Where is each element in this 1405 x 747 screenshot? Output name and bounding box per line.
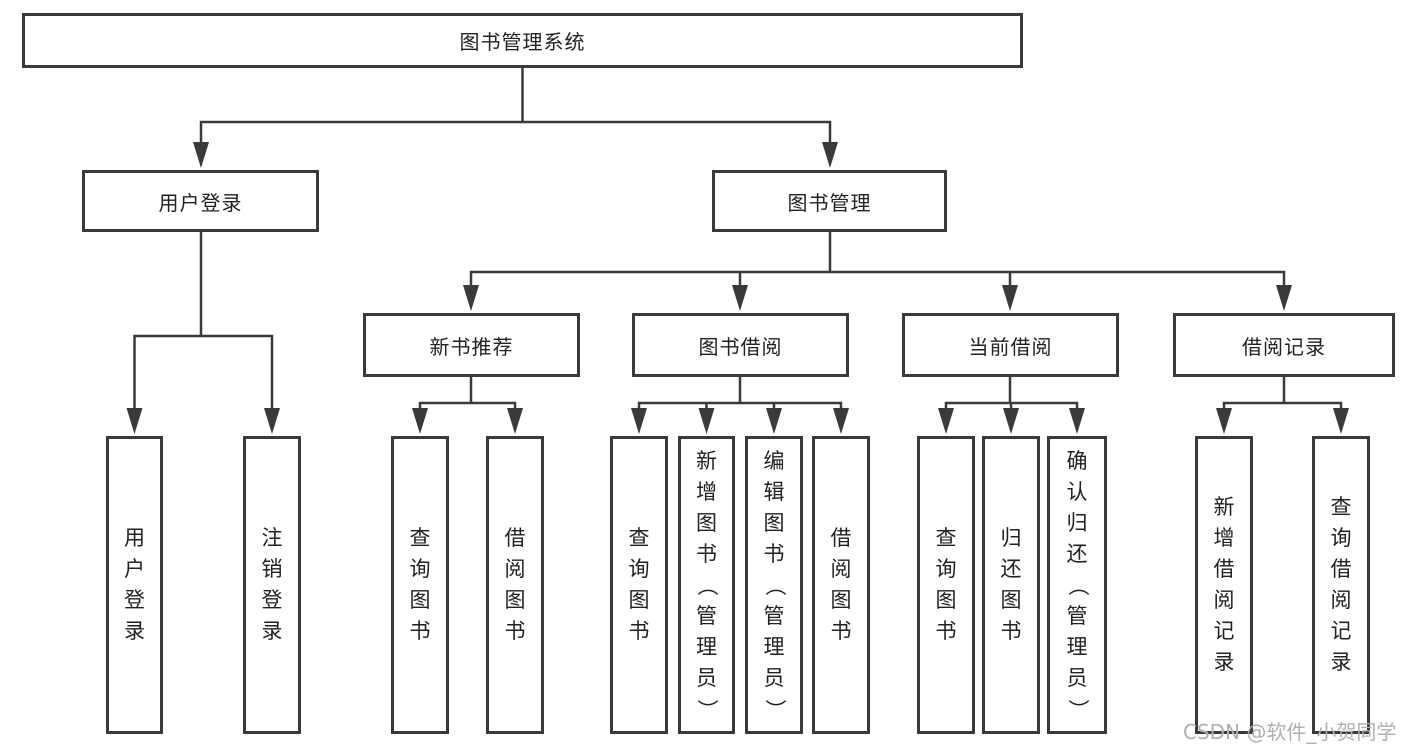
node-label: 编辑图书（管理员） <box>762 448 787 720</box>
node-book-borrowing: 图书借阅 <box>632 313 849 377</box>
node-leaf-borrow-books-1: 借阅图书 <box>486 436 544 734</box>
arrowhead-icon <box>1216 408 1232 434</box>
node-leaf-logout: 注销登录 <box>243 436 301 734</box>
node-label: 注销登录 <box>261 526 283 643</box>
node-label: 确认归还（管理员） <box>1065 448 1090 720</box>
node-book-management: 图书管理 <box>712 170 947 232</box>
arrowhead-icon <box>412 408 428 434</box>
arrowhead-icon <box>732 285 748 311</box>
node-label: 当前借阅 <box>968 334 1053 359</box>
connector-line <box>469 230 1286 292</box>
node-label: 新书推荐 <box>429 334 514 359</box>
node-leaf-edit-book-admin: 编辑图书（管理员） <box>745 436 803 734</box>
connector-user-login-split <box>126 230 280 434</box>
arrowhead-icon <box>1003 408 1019 434</box>
node-label: 查询图书 <box>935 526 957 643</box>
connector-current-borrowing-split <box>938 375 1085 434</box>
arrowhead-icon <box>766 408 782 434</box>
node-label: 查询图书 <box>409 526 431 643</box>
connector-line <box>637 375 843 414</box>
connector-book-borrowing-split <box>631 375 849 434</box>
node-leaf-query-books-2: 查询图书 <box>610 436 668 734</box>
arrowhead-icon <box>1333 408 1349 434</box>
arrowhead-icon <box>1069 408 1085 434</box>
arrowhead-icon <box>126 408 143 434</box>
arrowhead-icon <box>463 285 479 311</box>
arrowhead-icon <box>1276 285 1292 311</box>
node-leaf-query-books-3: 查询图书 <box>917 436 975 734</box>
arrowhead-icon <box>193 142 209 168</box>
node-current-borrowing: 当前借阅 <box>902 313 1119 377</box>
arrowhead-icon <box>264 408 280 434</box>
connector-line <box>199 66 832 148</box>
node-label: 新增借阅记录 <box>1213 495 1235 674</box>
connector-borrowing-records-split <box>1216 375 1349 434</box>
node-leaf-user-login: 用户登录 <box>106 436 163 734</box>
node-label: 查询图书 <box>628 526 650 643</box>
arrowhead-icon <box>698 408 715 434</box>
arrowhead-icon <box>507 408 523 434</box>
node-leaf-query-books-1: 查询图书 <box>391 436 449 734</box>
arrowhead-icon <box>822 142 838 168</box>
node-label: 新增图书（管理员） <box>695 448 719 720</box>
connector-new-book-recommend-split <box>412 375 523 434</box>
connector-line <box>944 375 1079 414</box>
node-user-login: 用户登录 <box>82 170 319 232</box>
arrowhead-icon <box>631 408 647 434</box>
node-label: 图书管理 <box>787 190 872 215</box>
node-label: 借阅图书 <box>830 526 852 643</box>
node-leaf-confirm-return-admin: 确认归还（管理员） <box>1047 436 1107 734</box>
watermark: CSDN @软件_小贺同学 <box>1183 720 1397 744</box>
connector-book-management-split <box>463 230 1292 311</box>
connector-line <box>1222 375 1343 414</box>
arrowhead-icon <box>1002 285 1018 311</box>
connector-line <box>418 375 517 414</box>
node-label: 借阅记录 <box>1242 334 1326 359</box>
arrowhead-icon <box>833 408 849 434</box>
node-leaf-add-borrow-record: 新增借阅记录 <box>1195 436 1253 734</box>
connector-root-split <box>193 66 838 168</box>
node-leaf-add-book-admin: 新增图书（管理员） <box>678 436 735 734</box>
node-label: 图书管理系统 <box>459 30 586 54</box>
node-leaf-return-book: 归还图书 <box>982 436 1040 734</box>
node-label: 用户登录 <box>124 526 145 643</box>
node-library-management-system: 图书管理系统 <box>22 13 1023 68</box>
node-label: 借阅图书 <box>504 526 526 643</box>
node-label: 查询借阅记录 <box>1330 495 1352 674</box>
node-new-book-recommend: 新书推荐 <box>363 313 580 377</box>
node-borrowing-records: 借阅记录 <box>1173 313 1395 377</box>
node-label: 归还图书 <box>1000 526 1022 643</box>
node-leaf-query-borrow-record: 查询借阅记录 <box>1312 436 1370 734</box>
node-label: 用户登录 <box>158 190 243 215</box>
node-label: 图书借阅 <box>698 334 783 359</box>
connector-line <box>133 230 274 414</box>
node-leaf-borrow-books-2: 借阅图书 <box>812 436 870 734</box>
arrowhead-icon <box>938 408 954 434</box>
